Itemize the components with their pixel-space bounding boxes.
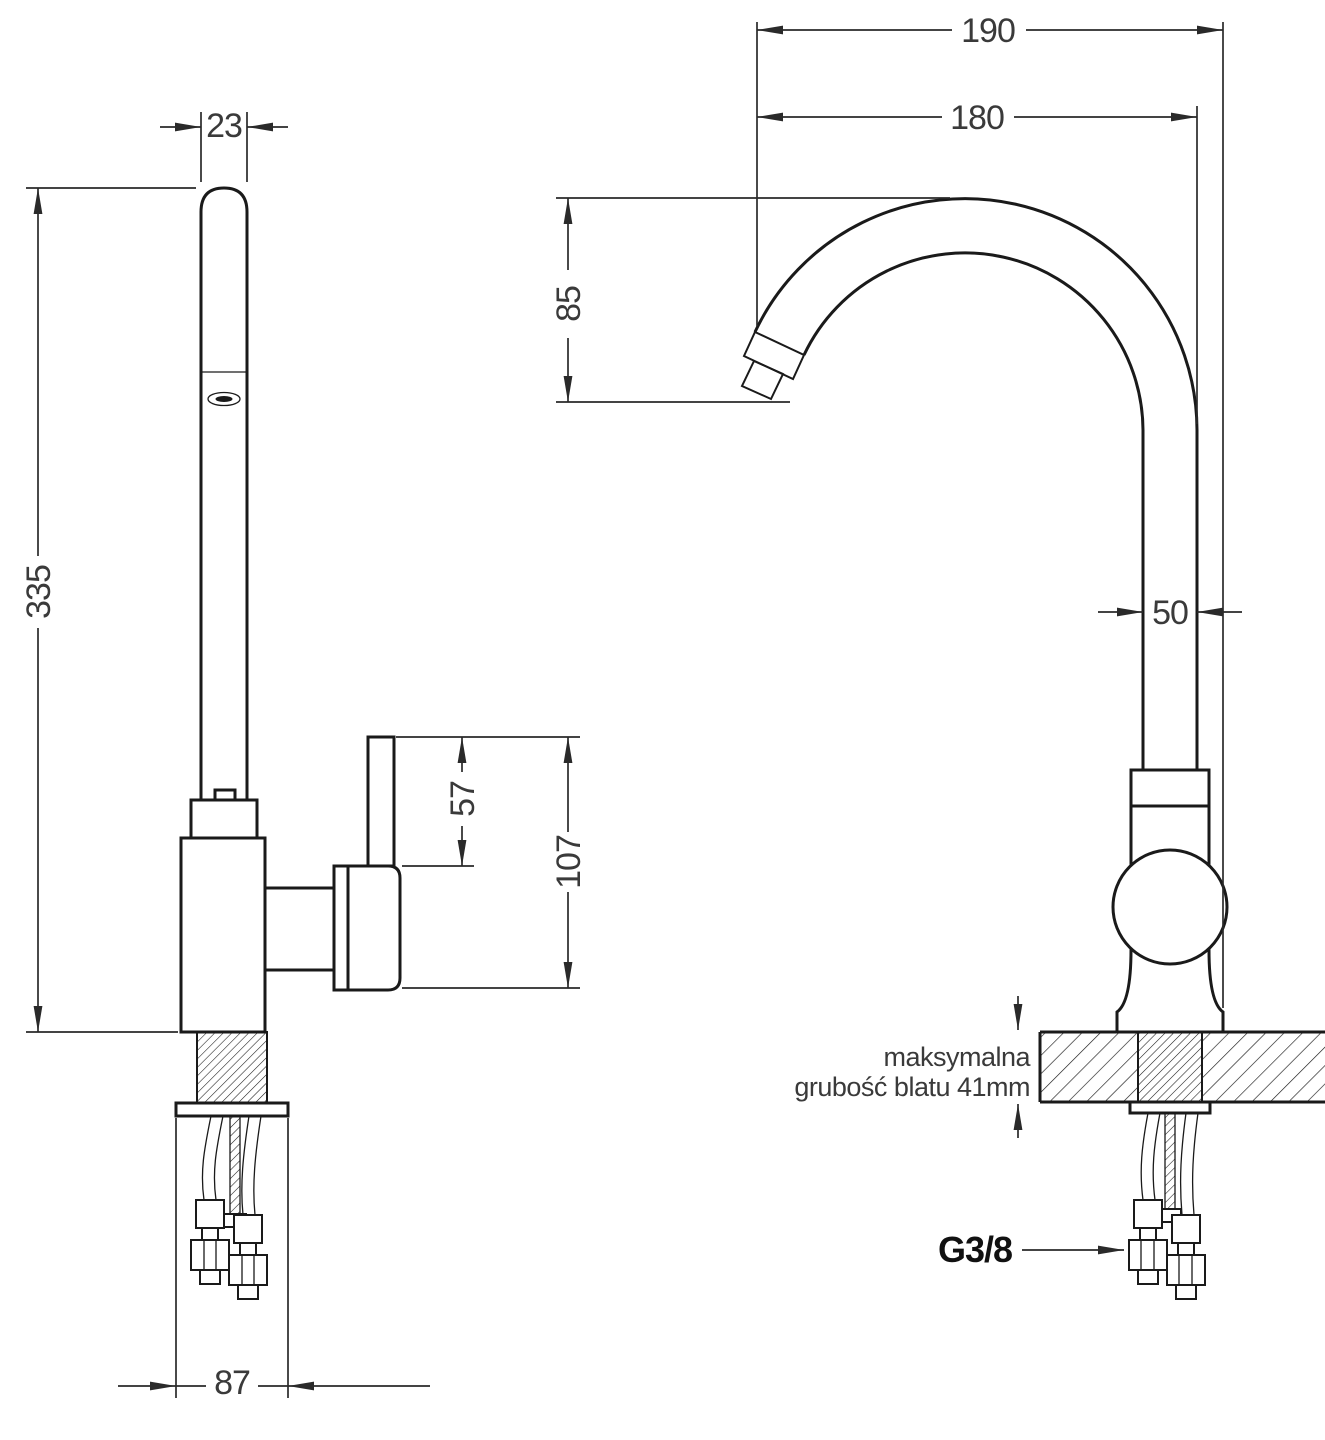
dim-spout-reach-label: 180 <box>950 99 1004 137</box>
dim-handle-height-label: 107 <box>550 835 588 889</box>
under-counter-washer <box>1128 1100 1212 1115</box>
hose-right-ferrule <box>233 1214 263 1244</box>
hose-right-edge2 <box>253 1115 262 1216</box>
handle-front-cap <box>1111 848 1229 966</box>
hose-right-neck <box>239 1242 257 1256</box>
hose-right-tip <box>1175 1284 1197 1300</box>
hose-left-tip <box>199 1269 221 1285</box>
hose-left-edge2 <box>213 1115 224 1201</box>
hose-right-edge2 <box>1191 1112 1199 1216</box>
hose-left-hex-nut <box>1128 1239 1168 1271</box>
hose-left-ferrule <box>195 1199 225 1229</box>
label-mask <box>206 1363 258 1401</box>
shank-through-counter <box>1138 1032 1202 1102</box>
hose-right-ferrule <box>1171 1214 1201 1244</box>
dim-spout-drop-label: 85 <box>550 286 588 322</box>
base-washer <box>174 1101 290 1118</box>
dim-overall-width-label: 190 <box>961 12 1015 50</box>
dim-lever-height-label: 57 <box>444 781 482 817</box>
hose-right-hex-nut <box>1166 1254 1206 1286</box>
mounting-stud <box>1164 1112 1176 1210</box>
hose-left-edge2 <box>1152 1112 1161 1201</box>
aerator-outline <box>207 391 241 407</box>
spout-inner-curve <box>802 251 1145 770</box>
handle-lever-rod <box>366 735 396 868</box>
hose-right-edge1 <box>1179 1112 1187 1216</box>
hose-right-neck <box>1177 1242 1195 1256</box>
body-side-left <box>1115 806 1133 1032</box>
dim-pipe-width-label: 23 <box>206 107 242 145</box>
spout-outer-curve <box>753 197 1199 770</box>
thread-size-label: G3/8 <box>938 1229 1012 1270</box>
body-side-right <box>1207 806 1225 1032</box>
body-collar <box>1129 768 1211 808</box>
right-view-dimensions <box>556 22 1242 1255</box>
mounting-stud <box>229 1115 241 1215</box>
hose-right-hex-nut <box>228 1254 268 1286</box>
hose-left-edge1 <box>201 1115 212 1201</box>
hose-left-neck <box>201 1227 219 1241</box>
counter-thickness-note-line1: maksymalna <box>883 1042 1031 1072</box>
hose-right-tip <box>237 1284 259 1300</box>
hose-left-ferrule <box>1133 1199 1163 1229</box>
aerator-opening <box>215 396 233 402</box>
hose-left-tip <box>1137 1269 1159 1285</box>
right-view-front <box>740 197 1325 1300</box>
dimension-labels: 23 335 57 107 87 190 180 85 50 maksymaln… <box>20 12 1189 1402</box>
hose-right-edge1 <box>241 1115 250 1216</box>
hose-left-neck <box>1139 1227 1157 1241</box>
faucet-body <box>179 836 267 1034</box>
spout-pipe <box>199 186 249 800</box>
hose-left-hex-nut <box>190 1239 230 1271</box>
hose-left-edge1 <box>1140 1112 1149 1201</box>
left-view-side <box>174 186 402 1300</box>
dim-total-height-label: 335 <box>20 565 58 619</box>
dim-base-width-label: 87 <box>214 1364 250 1402</box>
label-mask <box>203 109 245 143</box>
counter-thickness-note-line2: grubość blatu 41mm <box>794 1072 1030 1102</box>
pipe-collar <box>189 798 259 840</box>
left-view-dimensions <box>26 112 580 1398</box>
spout-aerator-tip <box>740 359 785 401</box>
spout-aerator-band <box>742 330 806 381</box>
dim-body-width-label: 50 <box>1152 594 1188 632</box>
threaded-shank <box>196 1031 268 1104</box>
handle-body <box>332 864 402 992</box>
